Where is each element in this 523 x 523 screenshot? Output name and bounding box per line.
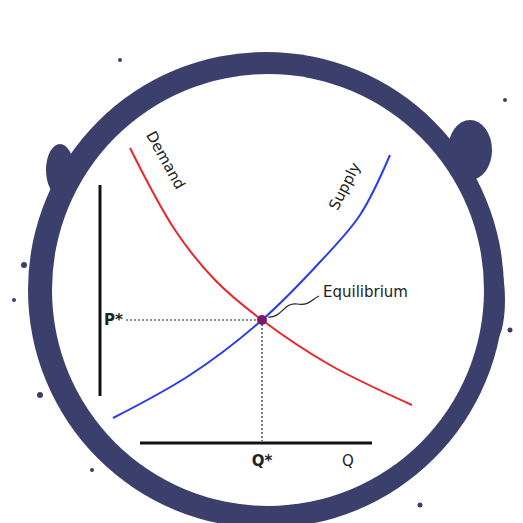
curves [113,148,412,418]
quantity-axis [140,442,372,445]
ink-dot [118,58,122,62]
ink-dot [90,468,94,472]
ink-blob [485,260,505,340]
price-guide [126,319,262,320]
ink-dot [503,98,507,102]
axis-title: Q [342,452,354,470]
ink-dot [508,328,513,333]
axis-value: P* [104,311,123,329]
point-label: Equilibrium [323,283,408,301]
ink-dot [418,503,423,508]
ink-ring [12,52,513,523]
price-axis [99,185,102,396]
ink-blob [46,144,74,196]
ink-dot [37,392,43,398]
ink-dot [12,298,16,302]
equilibrium-point [257,315,267,325]
ring-outer [28,52,504,523]
quantity-guide [261,320,262,441]
ink-dot [21,262,27,268]
ring-inner [52,74,484,506]
axis-value: Q* [252,452,273,470]
ink-blob [448,120,492,180]
